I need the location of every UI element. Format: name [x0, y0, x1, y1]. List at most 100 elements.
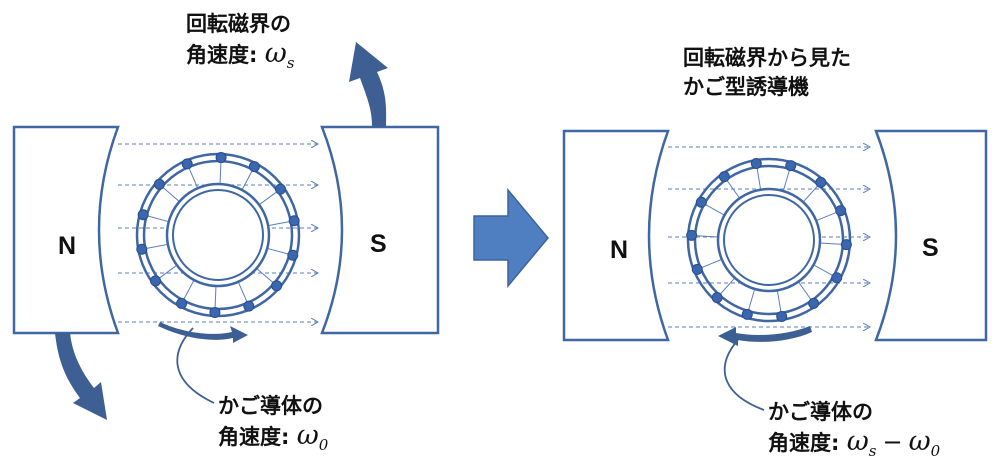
cage-conductor-dot [808, 297, 820, 309]
label-line2: 角速度: ω0 [218, 420, 329, 454]
cage-conductor-dot [274, 183, 286, 195]
cage-speed-label: かご導体の 角速度: ω0 [218, 392, 328, 460]
pole-label-s: S [922, 234, 939, 262]
cage-conductor-dot [831, 272, 843, 284]
rotor-bar [725, 179, 741, 199]
left-pole-rotation-arrow [55, 333, 107, 420]
cage-conductor-dot [271, 280, 283, 292]
relative-cage-speed-label: かご導体の 角速度: ωs−ω0 [768, 398, 940, 465]
cage-conductor-dot [153, 178, 165, 190]
left-north-pole [12, 125, 120, 335]
label-line2: 角速度: ωs [186, 38, 295, 72]
omega-symbol: ω [846, 426, 869, 457]
pole-label-s: S [370, 230, 387, 258]
pole-label-n: N [610, 236, 629, 264]
rotor-inner-ring [716, 187, 822, 293]
right-panel-title: 回転磁界から見た かご型誘導機 [683, 44, 851, 102]
rotor-bar [188, 166, 199, 189]
rotor-bar [214, 285, 217, 309]
cage-conductor-dot [176, 297, 188, 309]
rotor-shaft-ring [172, 189, 264, 281]
rotor-outer-ring [686, 157, 852, 323]
cage-conductor-dot [137, 209, 149, 221]
title-line2: かご型誘導機 [683, 75, 809, 99]
rotor-bar [813, 264, 834, 277]
cage-conductor-dot [840, 239, 852, 251]
cage-conductor-dot [776, 310, 788, 322]
cage-conductor-dot [741, 308, 753, 320]
rotor-bar [797, 281, 813, 301]
transition-arrow [473, 187, 549, 289]
rotor-ring [693, 164, 845, 316]
rotor-bar [700, 258, 722, 269]
cage-conductor-dot [815, 176, 827, 188]
rotor-spokes [695, 166, 843, 314]
left-south-pole [320, 125, 440, 335]
cage-conductor-dot [695, 196, 707, 208]
rotor-bar [219, 161, 222, 185]
rotor-bar [268, 220, 291, 227]
cage-conductor-dot [248, 161, 260, 173]
rotating-field-speed-label: 回転磁界の 角速度: ωs [186, 10, 294, 78]
omega-symbol: ω [296, 420, 319, 451]
cage-conductors [686, 158, 852, 322]
label-line1: 回転磁界の [186, 12, 291, 36]
cage-conductors [136, 152, 300, 318]
rotor-bar [695, 235, 719, 238]
label-line1: かご導体の [218, 394, 323, 418]
cage-conductor-dot [150, 275, 162, 287]
rotor-bar [182, 279, 195, 301]
cage-conductor-dot [718, 171, 730, 183]
cage-conductor-dot [287, 249, 299, 261]
rotor-bar [241, 169, 254, 191]
omega-symbol: ω [908, 426, 931, 457]
rotor-bar [816, 211, 838, 222]
cage-conductor-dot [691, 263, 703, 275]
rotor-bar [704, 203, 725, 216]
rotor-bar [267, 247, 290, 255]
label-line2: 角速度: ωs−ω0 [768, 426, 941, 460]
minus-sign: − [882, 428, 903, 456]
left-rotor [135, 152, 301, 318]
right-cage-leader-line [723, 339, 765, 411]
rotor-bar [756, 166, 762, 190]
rotor-bar [256, 267, 275, 284]
cage-conductor-dot [243, 300, 255, 312]
cage-conductor-dot [835, 205, 847, 217]
left-field-rotation-arrow [349, 42, 388, 127]
rotor-bar [782, 168, 791, 192]
rotor-inner-ring [165, 182, 271, 288]
cage-conductor-dot [181, 158, 193, 170]
cage-conductor-dot [209, 306, 221, 318]
cage-conductor-dot [686, 229, 698, 241]
right-cage-rotation-arrow [718, 326, 812, 346]
rotor-spokes [145, 161, 291, 309]
cage-conductor-dot [711, 292, 723, 304]
rotor-bar [161, 186, 180, 203]
cage-conductor-dot [288, 215, 300, 227]
rotor-bar [747, 288, 756, 312]
rotor-bar [776, 290, 782, 314]
rotor-bar [237, 281, 248, 304]
title-line1: 回転磁界から見た [683, 46, 851, 70]
rotor-bar [719, 277, 736, 296]
rotor-shaft-ring [723, 194, 815, 286]
left-cage-leader-line [176, 327, 215, 404]
right-south-pole [874, 129, 988, 342]
cage-conductor-dot [750, 158, 762, 170]
label-line1: かご導体の [768, 400, 873, 424]
right-north-pole [562, 129, 670, 342]
cage-conductor-dot [136, 243, 148, 255]
left-cage-rotation-arrow [158, 322, 248, 343]
rotor-bar [258, 190, 278, 206]
pole-label-n: N [58, 232, 77, 260]
right-rotor [686, 157, 852, 323]
omega-symbol: ω [264, 38, 287, 69]
rotor-bar [158, 264, 178, 280]
cage-conductor-dot [785, 160, 797, 172]
rotor-bar [819, 242, 843, 245]
left-panel [12, 42, 440, 420]
rotor-bar [146, 215, 169, 223]
